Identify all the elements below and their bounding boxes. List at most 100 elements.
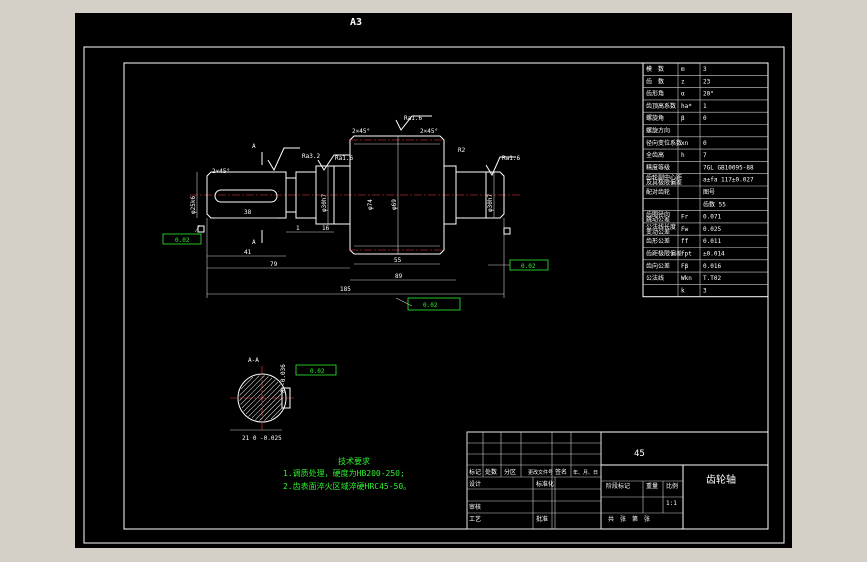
tb-biaoji: 标记 — [469, 468, 481, 476]
dim-text-chamfer3: 2×45° — [420, 128, 438, 135]
material-text: 45 — [634, 449, 645, 459]
ra-text-3: Ra1.6 — [404, 115, 422, 122]
hatch-line — [239, 375, 260, 396]
param-table-border — [642, 62, 769, 298]
dim-text-41: 41 — [244, 249, 252, 256]
hatch-line — [239, 375, 265, 401]
dim-text-d-gear1: φ74 — [367, 199, 374, 210]
roughness-symbol-2 — [317, 154, 350, 171]
param-name: 全齿高 — [646, 151, 664, 159]
dim-text-chamfer1: 2×45° — [212, 168, 230, 175]
param-symbol: m — [681, 66, 685, 73]
hatch-line — [270, 407, 283, 420]
dim-text-d-right: φ30h7 — [487, 194, 494, 212]
param-name: 齿向公差 — [646, 262, 670, 270]
param-name: 配对齿轮 — [646, 188, 670, 196]
tol-frame-3 — [407, 297, 461, 311]
param-value: 7GL GB10095-88 — [703, 164, 754, 171]
param-name: 齿轮副中心距 — [646, 174, 682, 182]
param-symbol: Fβ — [681, 263, 689, 270]
dim-text-d-mid: φ30h7 — [321, 194, 328, 212]
roughness-symbol-4 — [485, 156, 516, 177]
dim-text-d-left: φ25k6 — [190, 196, 197, 214]
technical-notes: 技术要求 1.调质处理，硬度为HB200-250; 2.齿表面淬火区域淬硬HRC… — [283, 456, 411, 491]
dimension-texts: 38 41 1 16 79 55 89 185 2×45° 2×45° 2×45… — [190, 115, 520, 293]
param-name: 齿形公差 — [646, 237, 670, 245]
section-a2-text: A — [252, 239, 256, 246]
param-value: 0.016 — [703, 263, 721, 270]
tb-zhongliang: 重量 — [646, 482, 658, 490]
depth-text: 21 0 -0.025 — [242, 435, 282, 442]
dim-text-16: 16 — [322, 225, 330, 232]
scale-text: 1:1 — [666, 500, 677, 507]
datum-box-right — [503, 227, 511, 235]
roughness-symbol-1 — [267, 147, 300, 172]
hatch-line — [255, 392, 283, 420]
param-value: 0 — [703, 140, 707, 147]
section-hatching — [239, 375, 283, 421]
keyway-cut — [281, 387, 291, 409]
ra-text-1: Ra3.2 — [302, 153, 320, 160]
param-value: 0.071 — [703, 214, 721, 221]
param-value: a±fa 117±0.027 — [703, 177, 754, 184]
hatch-line — [245, 381, 279, 415]
param-symbol: ha* — [681, 103, 692, 110]
tb-fenqu: 分区 — [504, 468, 516, 476]
dimension-lines — [194, 115, 516, 307]
param-value: 1 — [703, 103, 707, 110]
tb-gengai: 更改文件号 — [528, 469, 553, 476]
param-symbol: k — [681, 287, 685, 294]
title-block-grid — [466, 431, 602, 530]
hatch-line — [259, 397, 283, 421]
notes-title: 技术要求 — [338, 456, 370, 466]
param-name: 跳动公差 — [646, 216, 670, 224]
param-symbol: z — [681, 78, 685, 85]
param-value: 0.011 — [703, 238, 721, 245]
notes-line-2: 2.齿表面淬火区域淬硬HRC45-50。 — [283, 481, 411, 491]
param-value: T.T02 — [703, 275, 721, 282]
param-value: ±0.014 — [703, 251, 725, 258]
hatch-line — [241, 377, 273, 409]
param-value: 图号 — [703, 189, 715, 196]
tb-pizhun: 批准 — [536, 515, 548, 523]
param-symbol: β — [681, 115, 685, 122]
param-name: 齿形角 — [646, 90, 664, 98]
param-value: 3 — [703, 66, 707, 73]
shaft-right-profile — [444, 165, 505, 225]
tb-gongyi: 工艺 — [469, 515, 481, 523]
param-symbol: xn — [681, 140, 689, 147]
dim-text-79: 79 — [270, 261, 278, 268]
title-block: 45 齿轮轴 1:1 阶段标记 重量 比例 共 张 第 张 标记 处数 分区 更… — [466, 431, 769, 530]
dim-text-55: 55 — [394, 257, 402, 264]
param-value: 20° — [703, 91, 714, 98]
gear-top — [349, 135, 445, 166]
shaft-main-view — [190, 135, 520, 255]
key-width-text: 8 -0.036 — [280, 364, 287, 393]
param-name: 齿顶高系数 — [646, 102, 676, 110]
tol-frame-2 — [509, 259, 549, 271]
tol-frame-4 — [295, 364, 337, 376]
tb-qianming: 签名 — [555, 468, 567, 476]
tol-text-2: 0.02 — [521, 263, 536, 270]
tol-text-1: 0.02 — [175, 237, 190, 244]
param-name: 公法线 — [646, 274, 664, 282]
param-name: 齿 数 — [646, 77, 664, 85]
notes-line-1: 1.调质处理，硬度为HB200-250; — [283, 468, 405, 478]
leader-tol3 — [395, 297, 413, 307]
param-name: 模 数 — [646, 65, 664, 73]
param-name: 径向变位系数 — [646, 139, 682, 147]
tb-bili: 比例 — [666, 482, 678, 490]
tb-jieduan: 阶段标记 — [606, 482, 630, 490]
param-name: 齿距极限偏差 — [646, 250, 682, 258]
dim-text-185: 185 — [340, 286, 351, 293]
param-symbol: fpt — [681, 251, 692, 258]
tolerance-frames: 0.02 0.02 0.02 0.02 — [162, 233, 549, 376]
hatch-line — [240, 376, 269, 405]
outer-frame — [83, 46, 785, 544]
section-a-text: A — [252, 143, 256, 150]
param-value: 0 — [703, 115, 707, 122]
param-symbol: α — [681, 91, 685, 98]
hatch-line — [264, 402, 283, 421]
